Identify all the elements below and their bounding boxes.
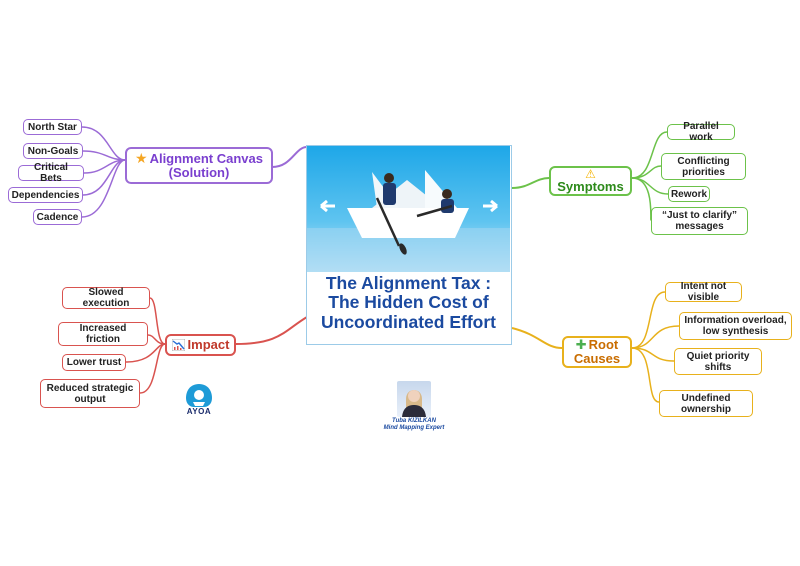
star-icon: ★ — [135, 150, 148, 167]
branch-label: Alignment Canvas — [149, 150, 263, 166]
node-conflicting-priorities[interactable]: Conflicting priorities — [661, 153, 746, 180]
node-rework[interactable]: Rework — [668, 186, 710, 202]
branch-alignment-canvas[interactable]: ★ Alignment Canvas (Solution) — [125, 147, 273, 184]
node-dependencies[interactable]: Dependencies — [8, 187, 83, 203]
node-slowed-execution[interactable]: Slowed execution — [62, 287, 150, 309]
center-title-line-3: Uncoordinated Effort — [321, 311, 496, 332]
node-non-goals[interactable]: Non-Goals — [23, 143, 83, 159]
branch-label-sub: Causes — [573, 351, 621, 366]
author-role: Mind Mapping Expert — [383, 425, 445, 431]
ayoa-logo-icon — [186, 384, 212, 407]
author-name: Tuba KIZILKAN — [392, 418, 436, 424]
warning-icon: ⚠ — [585, 167, 596, 182]
chart-down-icon — [171, 338, 185, 352]
node-north-star[interactable]: North Star — [23, 119, 82, 135]
center-title-line-2: The Hidden Cost of — [328, 292, 489, 313]
branch-label: Impact — [187, 337, 230, 353]
boat-illustration — [307, 146, 510, 272]
branch-label-sub: (Solution) — [168, 165, 230, 181]
node-critical-bets[interactable]: Critical Bets — [18, 162, 84, 184]
branch-root-causes[interactable]: ✚ Root Causes — [562, 336, 632, 368]
node-intent-not-visible[interactable]: Intent not visible — [665, 281, 742, 303]
node-undefined-ownership[interactable]: Undefined ownership — [659, 390, 753, 417]
branch-label: Root — [588, 337, 619, 353]
central-topic[interactable]: The Alignment Tax : The Hidden Cost of U… — [306, 145, 512, 345]
branch-impact[interactable]: Impact — [165, 334, 236, 356]
node-quiet-priority-shifts[interactable]: Quiet priority shifts — [674, 348, 762, 375]
center-title-line-1: The Alignment Tax : — [325, 273, 492, 293]
branch-label: Symptoms — [557, 179, 624, 195]
node-parallel-work[interactable]: Parallel work — [667, 121, 735, 143]
node-increased-friction[interactable]: Increased friction — [58, 322, 148, 346]
node-information-overload[interactable]: Information overload, low synthesis — [679, 312, 792, 340]
branch-symptoms[interactable]: ⚠ Symptoms — [549, 166, 632, 196]
node-lower-trust[interactable]: Lower trust — [62, 354, 126, 371]
node-reduced-strategic-output[interactable]: Reduced strategic output — [40, 379, 140, 408]
ayoa-logo-text: AYOA — [186, 407, 212, 416]
puzzle-icon: ✚ — [575, 337, 587, 353]
author-photo — [397, 381, 431, 417]
node-cadence[interactable]: Cadence — [33, 209, 82, 225]
node-just-to-clarify[interactable]: “Just to clarify” messages — [651, 207, 748, 235]
